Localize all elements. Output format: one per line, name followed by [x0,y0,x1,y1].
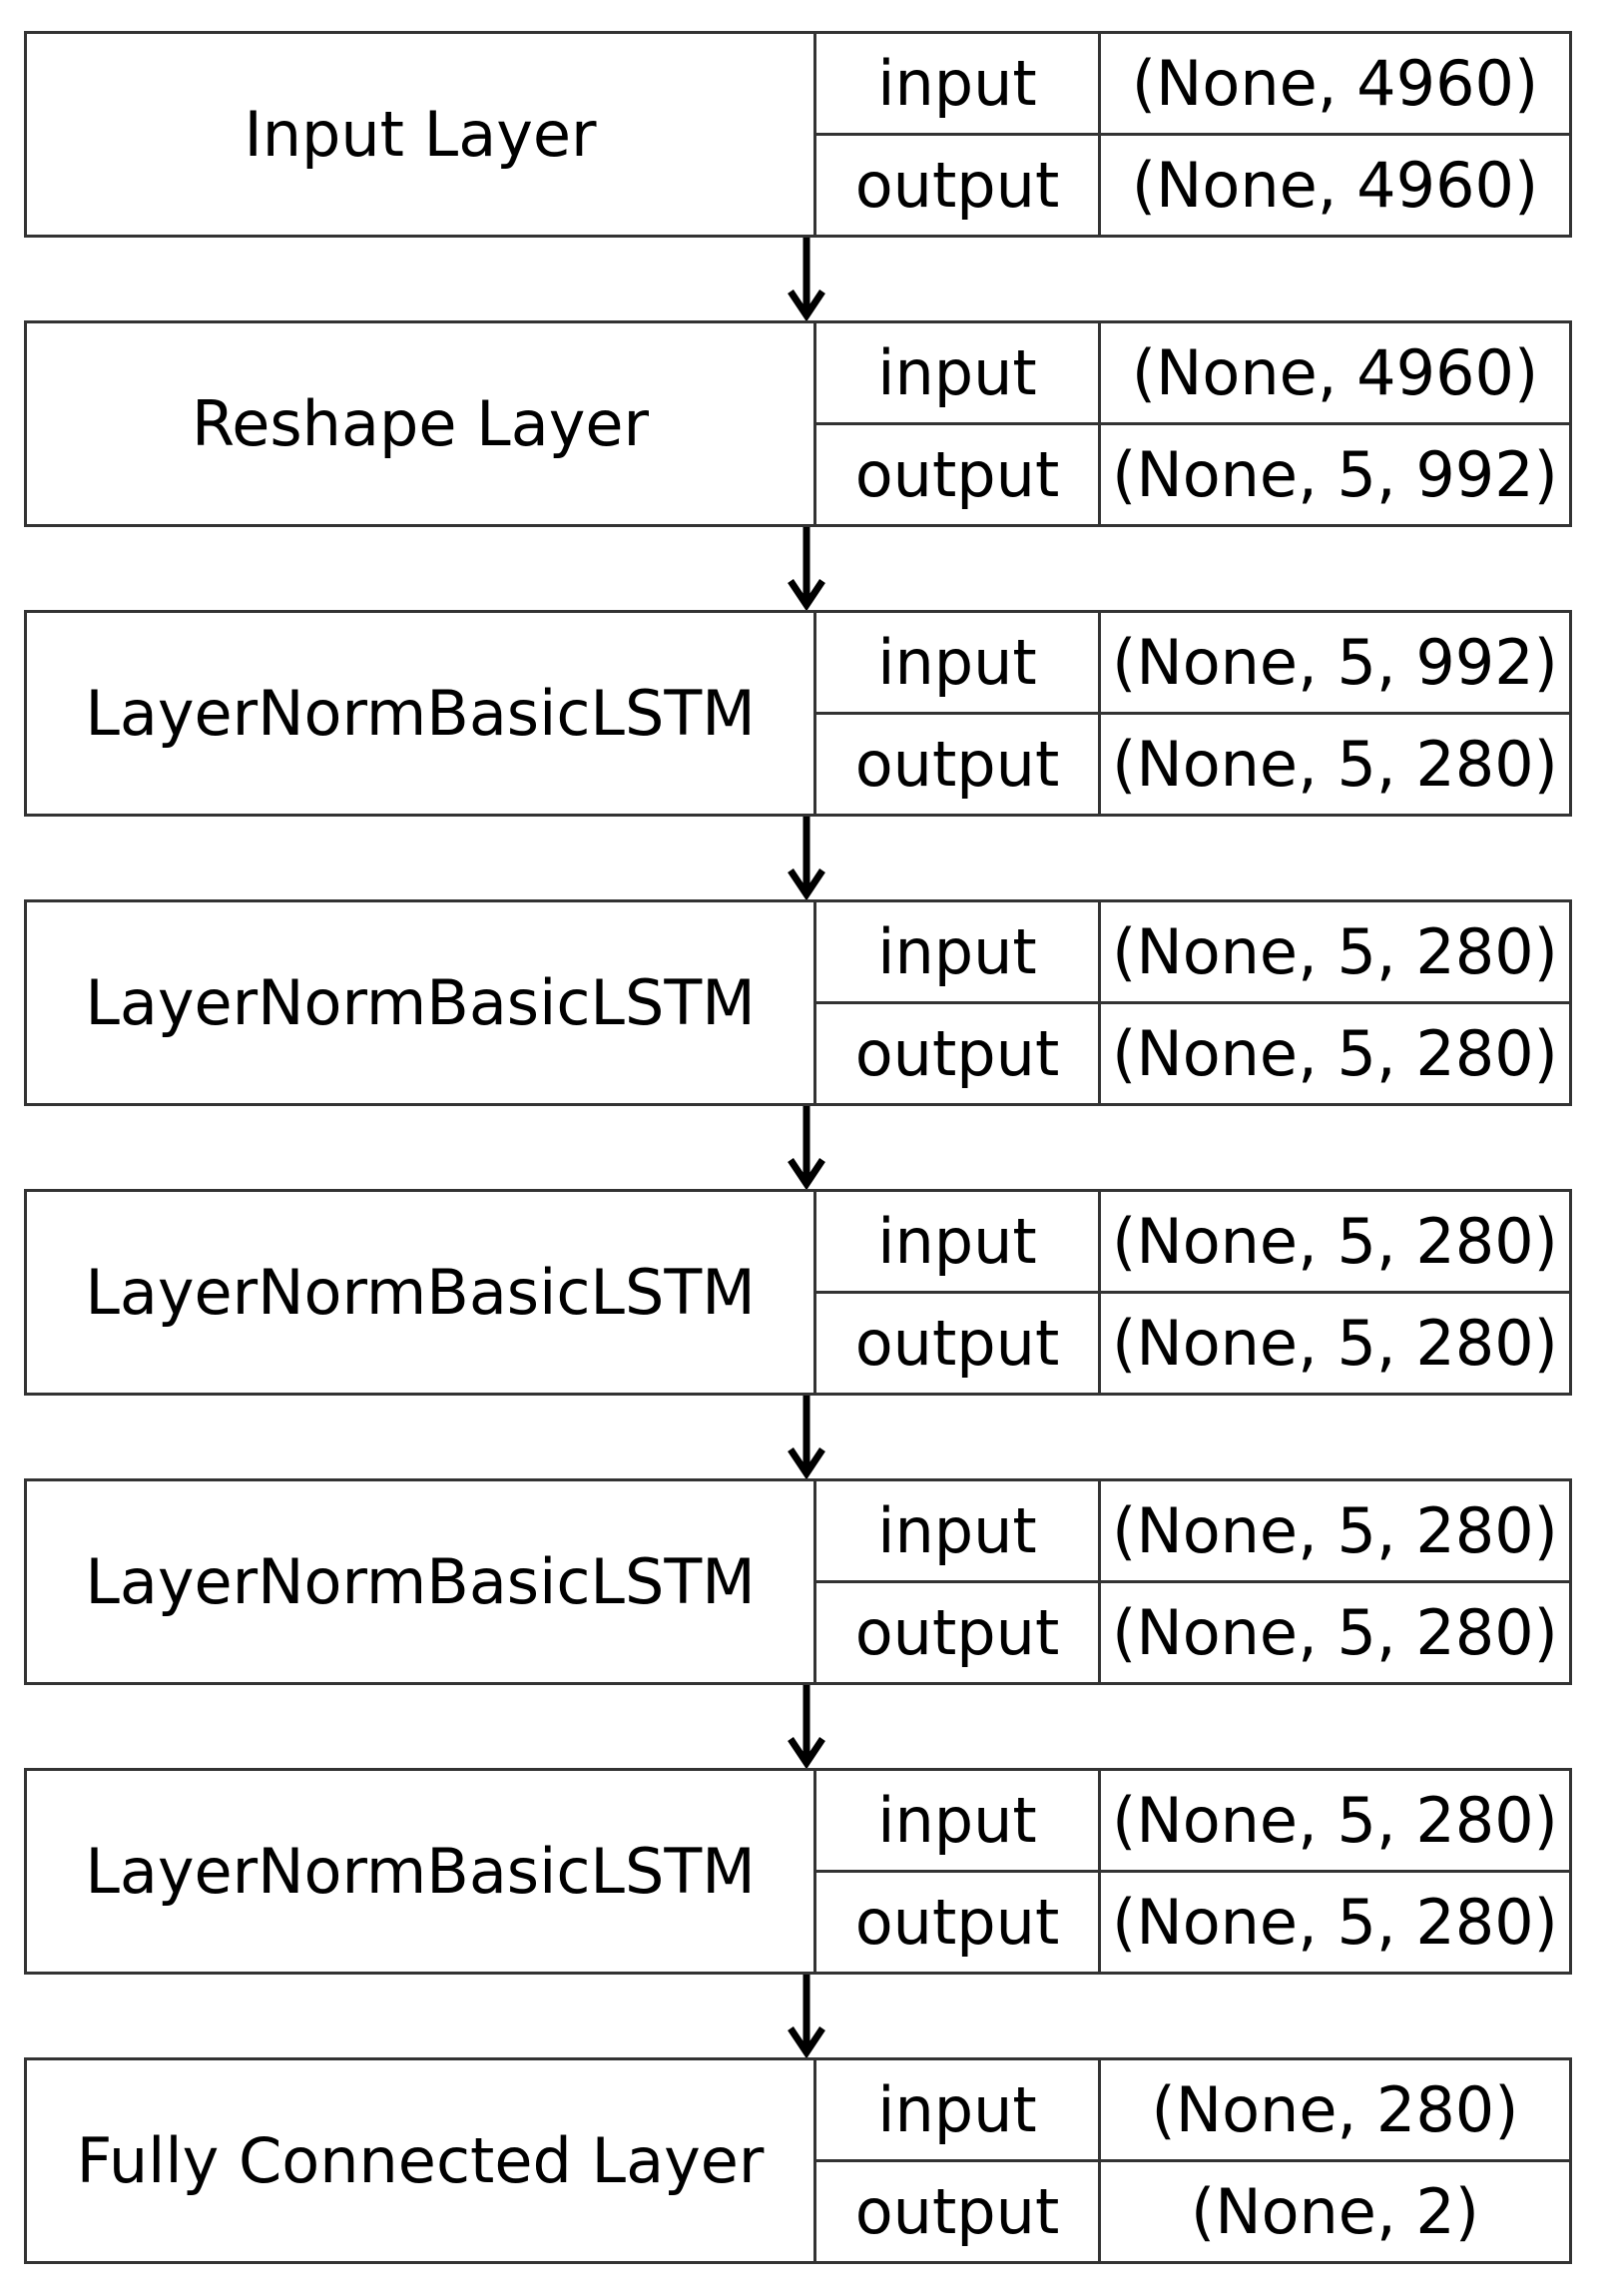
input-shape: (None, 4960) [1131,336,1539,409]
output-shape: (None, 5, 280) [1112,728,1558,801]
output-label: output [816,715,1101,814]
input-row: input (None, 280) [816,2060,1569,2159]
layer-block-input-layer: Input Layer input (None, 4960) output (N… [24,31,1572,238]
io-table: input (None, 4960) output (None, 4960) [816,34,1569,235]
layer-block-lstm-5: LayerNormBasicLSTM input (None, 5, 280) … [24,1768,1572,1975]
layer-name: Fully Connected Layer [27,2060,816,2261]
io-table: input (None, 5, 280) output (None, 5, 28… [816,902,1569,1103]
output-row: output (None, 5, 992) [816,422,1569,524]
input-row: input (None, 5, 280) [816,1771,1569,1870]
input-row: input (None, 5, 280) [816,902,1569,1001]
flow-arrow-down-icon [788,1685,825,1768]
layer-name: LayerNormBasicLSTM [27,613,816,814]
layer-name: LayerNormBasicLSTM [27,1771,816,1972]
flow-arrow-down-icon [788,1106,825,1189]
output-row: output (None, 5, 280) [816,712,1569,814]
input-shape: (None, 5, 992) [1112,626,1558,699]
input-label: input [816,2060,1101,2159]
layer-block-lstm-4: LayerNormBasicLSTM input (None, 5, 280) … [24,1478,1572,1685]
flow-arrow-down-icon [788,527,825,610]
input-label: input [816,1192,1101,1291]
io-table: input (None, 5, 280) output (None, 5, 28… [816,1192,1569,1393]
input-label: input [816,613,1101,712]
layer-name: LayerNormBasicLSTM [27,1481,816,1682]
input-shape: (None, 5, 280) [1112,915,1558,988]
input-label: input [816,34,1101,133]
flow-arrow-down-icon [788,1975,825,2057]
layer-block-fully-connected-layer: Fully Connected Layer input (None, 280) … [24,2057,1572,2264]
output-shape: (None, 5, 992) [1112,438,1558,511]
io-table: input (None, 5, 280) output (None, 5, 28… [816,1771,1569,1972]
input-shape: (None, 5, 280) [1112,1784,1558,1857]
output-shape: (None, 5, 280) [1112,1596,1558,1669]
output-shape: (None, 4960) [1131,149,1539,222]
input-shape: (None, 5, 280) [1112,1205,1558,1278]
input-row: input (None, 5, 280) [816,1192,1569,1291]
input-label: input [816,323,1101,422]
input-row: input (None, 4960) [816,323,1569,422]
input-shape: (None, 4960) [1131,47,1539,120]
flow-arrow-down-icon [788,238,825,320]
output-row: output (None, 5, 280) [816,1580,1569,1682]
output-label: output [816,136,1101,235]
io-table: input (None, 4960) output (None, 5, 992) [816,323,1569,524]
input-row: input (None, 5, 280) [816,1481,1569,1580]
layer-block-reshape-layer: Reshape Layer input (None, 4960) output … [24,320,1572,527]
input-shape: (None, 280) [1151,2073,1519,2146]
input-row: input (None, 5, 992) [816,613,1569,712]
input-label: input [816,1771,1101,1870]
output-label: output [816,1583,1101,1682]
io-table: input (None, 280) output (None, 2) [816,2060,1569,2261]
output-label: output [816,1873,1101,1972]
output-row: output (None, 2) [816,2159,1569,2261]
layer-name: Input Layer [27,34,816,235]
layer-block-lstm-1: LayerNormBasicLSTM input (None, 5, 992) … [24,610,1572,817]
flow-arrow-down-icon [788,817,825,899]
output-label: output [816,2162,1101,2261]
input-shape: (None, 5, 280) [1112,1494,1558,1567]
output-shape: (None, 2) [1191,2175,1479,2248]
output-shape: (None, 5, 280) [1112,1017,1558,1090]
layer-block-lstm-2: LayerNormBasicLSTM input (None, 5, 280) … [24,899,1572,1106]
io-table: input (None, 5, 992) output (None, 5, 28… [816,613,1569,814]
output-shape: (None, 5, 280) [1112,1307,1558,1380]
input-label: input [816,902,1101,1001]
layer-name: LayerNormBasicLSTM [27,1192,816,1393]
output-label: output [816,1004,1101,1103]
output-label: output [816,425,1101,524]
output-row: output (None, 4960) [816,133,1569,235]
layer-block-lstm-3: LayerNormBasicLSTM input (None, 5, 280) … [24,1189,1572,1396]
input-label: input [816,1481,1101,1580]
flow-arrow-down-icon [788,1396,825,1478]
output-row: output (None, 5, 280) [816,1291,1569,1393]
output-label: output [816,1294,1101,1393]
input-row: input (None, 4960) [816,34,1569,133]
output-row: output (None, 5, 280) [816,1001,1569,1103]
output-row: output (None, 5, 280) [816,1870,1569,1972]
output-shape: (None, 5, 280) [1112,1886,1558,1959]
io-table: input (None, 5, 280) output (None, 5, 28… [816,1481,1569,1682]
layer-name: LayerNormBasicLSTM [27,902,816,1103]
layer-name: Reshape Layer [27,323,816,524]
